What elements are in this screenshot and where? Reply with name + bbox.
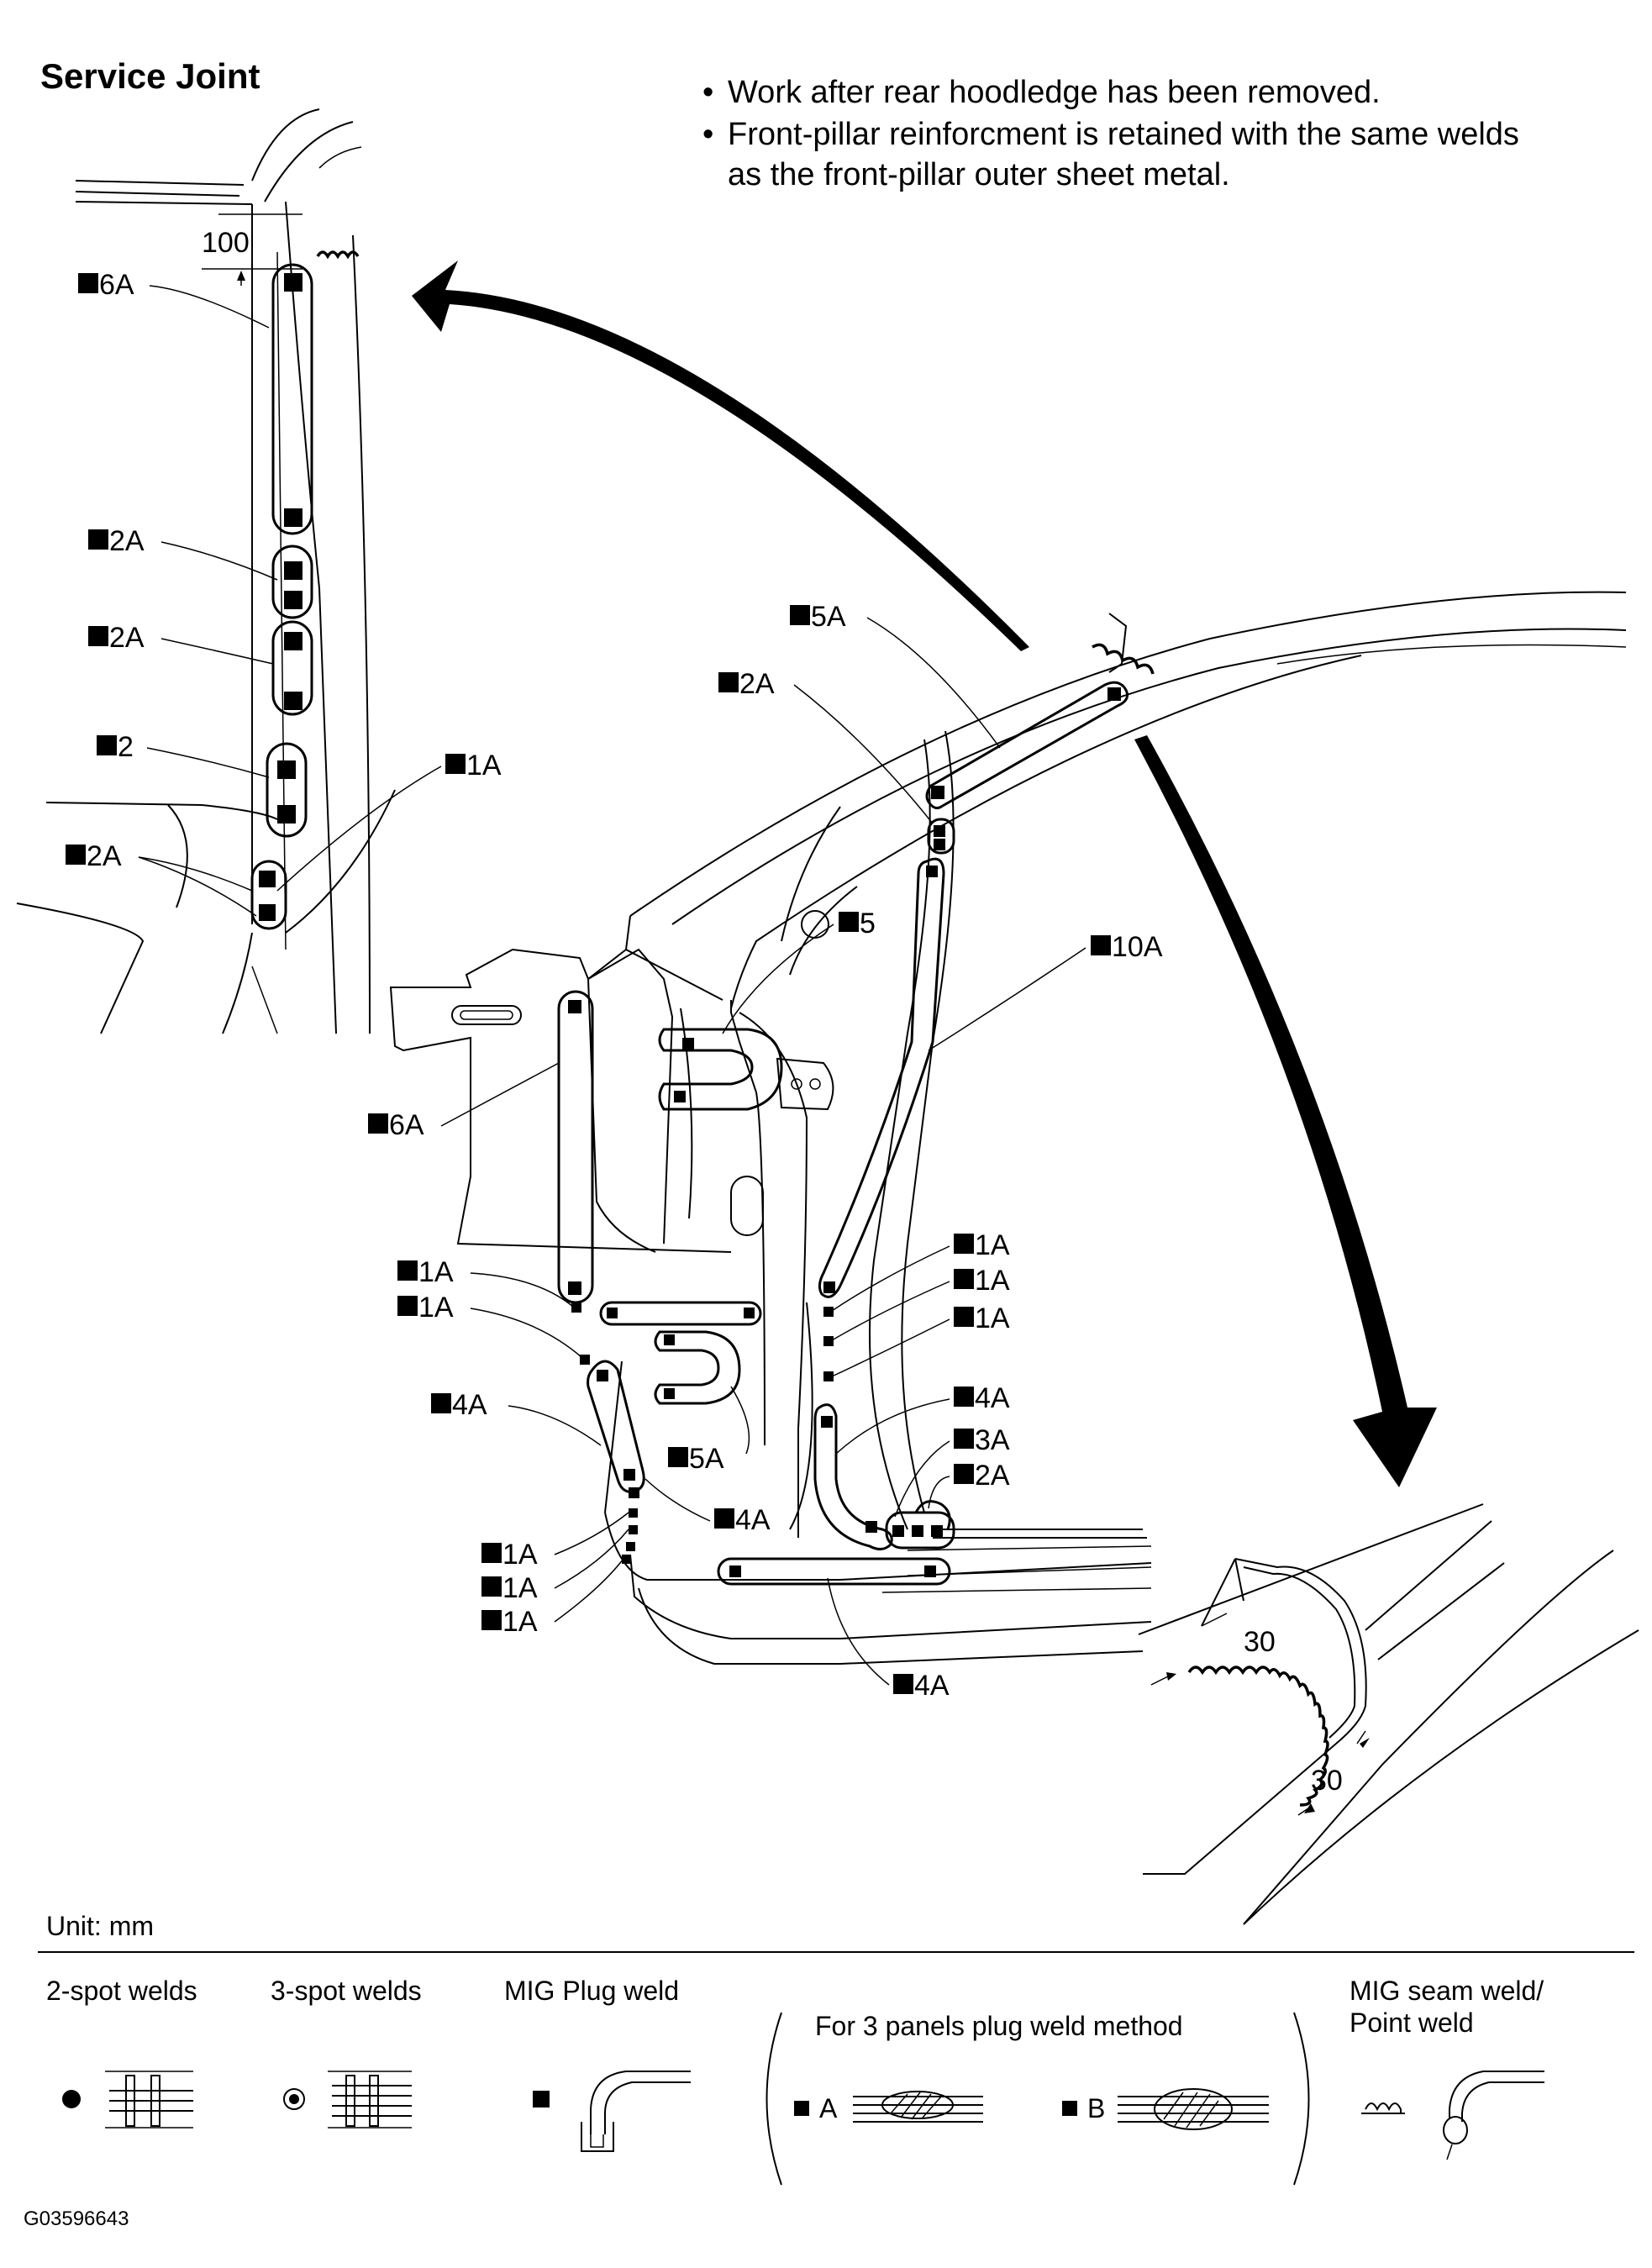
mig-seam-symbol-icon [1361, 2102, 1405, 2114]
mig-seam-torch-icon [1443, 2071, 1544, 2160]
method-a-section-icon [853, 2091, 983, 2123]
bracket-left [765, 2012, 782, 2186]
label-main-4a-mid: 4A [735, 1504, 771, 1536]
bracket-right [1293, 2012, 1310, 2186]
label-left-2a-2: 2A [109, 622, 145, 654]
legend-3-panel: For 3 panels plug weld method [815, 2011, 1183, 2041]
legend: 2-spot welds 3-spot welds MIG Plug weld … [46, 1976, 1544, 2186]
label-main-4a-bottom: 4A [914, 1670, 950, 1702]
label-main-1a-r1: 1A [975, 1229, 1010, 1261]
method-a-label: A [819, 2093, 838, 2123]
mig-plug-square-icon [533, 2091, 550, 2108]
label-main-2a-right: 2A [975, 1460, 1010, 1492]
legend-mig-seam-1: MIG seam weld/ [1349, 1976, 1544, 2006]
label-main-2a-top: 2A [739, 668, 775, 700]
note-bullet-1: • [702, 75, 713, 110]
three-spot-dot-icon [283, 2088, 305, 2110]
label-main-4a-left: 4A [452, 1389, 487, 1421]
label-main-6a: 6A [389, 1109, 424, 1141]
seam-detail-right: 30 30 [1138, 1503, 1639, 1925]
label-main-1a-r3: 1A [975, 1302, 1010, 1334]
method-b-label: B [1087, 2093, 1105, 2123]
label-main-1a-r2: 1A [975, 1265, 1010, 1297]
label-main-10a: 10A [1112, 931, 1163, 963]
mig-plug-section-icon [581, 2071, 691, 2152]
dimension-30-b: 30 [1311, 1765, 1343, 1797]
legend-mig-seam-2: Point weld [1349, 2008, 1474, 2038]
pillar-detail-left: 100 6A 2A 2A 2 1A 2A [16, 108, 502, 1034]
label-left-2a-3: 2A [87, 840, 122, 872]
three-spot-section-icon [328, 2071, 412, 2129]
label-main-1a-b: 1A [418, 1292, 454, 1323]
note-bullet-2: • [702, 117, 713, 152]
note-2: Front-pillar reinforcment is retained wi… [728, 117, 1519, 152]
label-main-4a-right: 4A [975, 1382, 1010, 1414]
main-welds [557, 681, 1129, 1586]
method-b-square-icon [1062, 2101, 1077, 2116]
method-b-section-icon [1118, 2088, 1269, 2130]
note-3: as the front-pillar outer sheet metal. [728, 157, 1230, 192]
legend-3-spot: 3-spot welds [271, 1976, 422, 2006]
dimension-30-a: 30 [1244, 1626, 1276, 1658]
two-spot-dot-icon [62, 2090, 81, 2108]
label-main-1a-b3: 1A [502, 1606, 538, 1638]
label-left-1a: 1A [466, 750, 502, 781]
figure-id: G03596643 [24, 2207, 129, 2230]
unit-label: Unit: mm [46, 1911, 154, 1941]
method-a-square-icon [794, 2101, 809, 2116]
dimension-100: 100 [202, 227, 250, 259]
main-body-structure [389, 591, 1627, 1665]
label-main-3a: 3A [975, 1424, 1010, 1456]
arrow-to-left-detail [412, 260, 1029, 651]
label-left-2: 2 [118, 731, 134, 763]
note-1: Work after rear hoodledge has been remov… [728, 75, 1381, 110]
label-left-6a: 6A [99, 269, 134, 301]
label-main-1a-b1: 1A [502, 1539, 538, 1571]
label-main-1a-a: 1A [418, 1256, 454, 1288]
label-main-5a-low: 5A [689, 1443, 724, 1475]
label-main-5: 5 [860, 908, 876, 939]
legend-mig-plug: MIG Plug weld [504, 1976, 679, 2006]
label-main-5a: 5A [811, 601, 846, 633]
label-left-2a-1: 2A [109, 525, 145, 557]
legend-2-spot: 2-spot welds [46, 1976, 197, 2006]
two-spot-section-icon [105, 2071, 193, 2129]
diagram-title: Service Joint [40, 56, 260, 96]
arrow-to-right-detail [1134, 735, 1437, 1487]
label-main-1a-b2: 1A [502, 1572, 538, 1604]
main-labels: 5A 2A 10A 5 6A 1A 1A 1A 1A 1A 4A 3A [368, 601, 1163, 1702]
